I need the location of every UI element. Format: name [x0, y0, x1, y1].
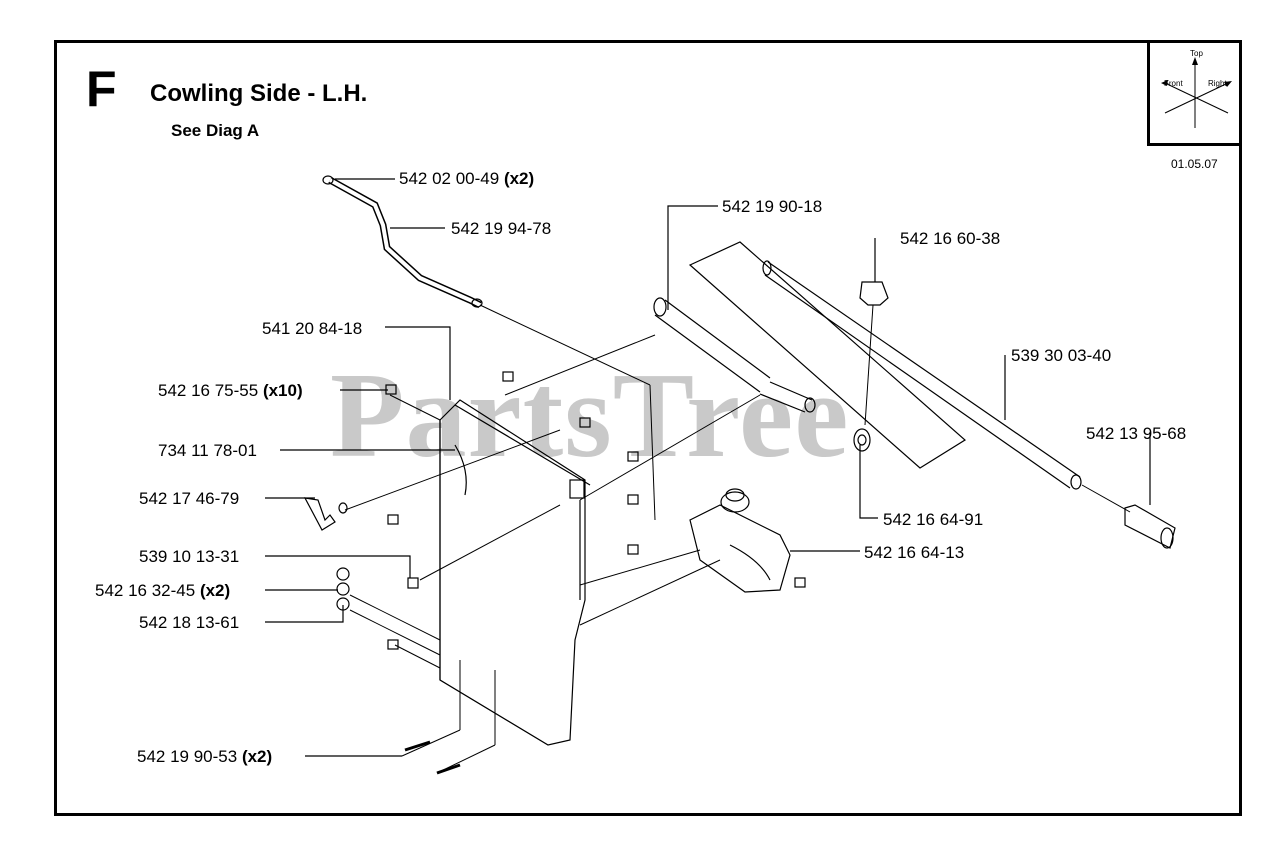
part-label: 542 16 64-91 [883, 510, 984, 529]
part-label: 542 19 90-18 [722, 197, 823, 216]
part-label: 542 13 95-68 [1086, 424, 1187, 443]
orientation-axes-icon [1161, 57, 1232, 128]
diagram-date: 01.05.07 [1171, 157, 1218, 171]
section-letter: F [86, 61, 117, 117]
diagram-frame [54, 40, 1242, 816]
part-label: 542 18 13-61 [139, 613, 240, 632]
part-label: 542 17 46-79 [139, 489, 240, 508]
part-label: 539 30 03-40 [1011, 346, 1112, 365]
part-label: 542 19 94-78 [451, 219, 552, 238]
diagram-title: Cowling Side - L.H. [150, 80, 368, 107]
part-label: 542 19 90-53 (x2) [137, 747, 273, 766]
part-label: 734 11 78-01 [158, 441, 257, 460]
orientation-front-label: Front [1164, 79, 1183, 88]
part-label: 542 16 64-13 [864, 543, 965, 562]
part-label: 542 16 75-55 (x10) [158, 381, 303, 400]
diagram-subtitle: See Diag A [171, 121, 260, 140]
part-label: 542 02 00-49 (x2) [399, 169, 535, 188]
orientation-right-label: Right [1208, 79, 1227, 88]
part-label: 542 16 32-45 (x2) [95, 581, 231, 600]
part-label: 539 10 13-31 [139, 547, 240, 566]
part-label: 541 20 84-18 [262, 319, 363, 338]
orientation-box: Top Front Right [1147, 40, 1242, 146]
orientation-top-label: Top [1190, 49, 1203, 58]
watermark: PartsTree [330, 348, 850, 483]
part-label: 542 16 60-38 [900, 229, 1001, 248]
